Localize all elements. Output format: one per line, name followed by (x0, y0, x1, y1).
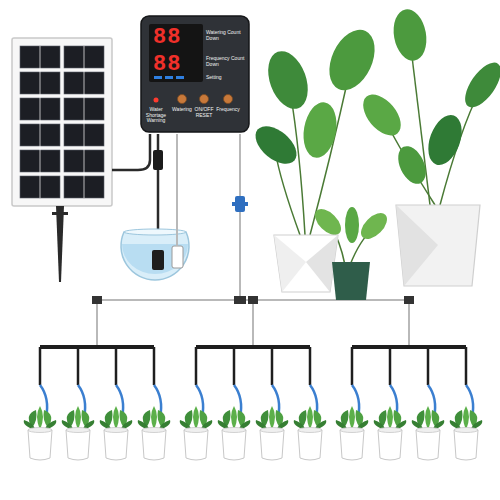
display-digits: 88 (153, 27, 199, 49)
setting-indicator (154, 76, 162, 79)
drip-line (309, 347, 312, 385)
drip-manifold (40, 345, 466, 349)
potted-plant (180, 406, 213, 460)
drip-line (153, 347, 156, 385)
solar-panel (12, 38, 112, 206)
ground-stake (52, 212, 68, 215)
houseplants (299, 100, 340, 161)
indicator-label: Water Shortage Warning (142, 107, 170, 124)
houseplants (310, 204, 345, 239)
tee-connector (92, 296, 102, 304)
tee-connector (248, 296, 258, 304)
push-button (200, 95, 209, 104)
drip-line (115, 347, 118, 385)
potted-plant (294, 406, 327, 460)
houseplants (356, 88, 408, 143)
houseplants (249, 119, 304, 171)
potted-plant (24, 406, 57, 460)
solar-panel (20, 46, 104, 198)
controller-panel: 88 88 Watering Count DownFrequency Count D… (140, 15, 250, 133)
houseplants (393, 142, 432, 188)
water-bowl (172, 246, 183, 268)
houseplants (320, 23, 383, 98)
cable-connector (153, 150, 163, 170)
solar-panel (84, 46, 85, 198)
houseplants (356, 208, 391, 243)
setting-indicator (176, 76, 184, 79)
inline-filter (232, 196, 248, 212)
water-tube (252, 300, 254, 347)
push-button (224, 95, 233, 104)
button-label: ON/OFF RESET (193, 107, 215, 118)
houseplants (396, 205, 480, 286)
push-button (178, 95, 187, 104)
ground-stake (56, 206, 64, 282)
houseplants (396, 205, 438, 286)
water-tube (239, 134, 241, 300)
drip-line (233, 347, 236, 385)
houseplants (422, 110, 468, 169)
potted-plant (218, 406, 251, 460)
houseplants (274, 235, 306, 292)
drip-line (40, 347, 466, 385)
display-screen (149, 24, 203, 82)
potted-plant (450, 406, 483, 460)
warning-led (154, 98, 159, 103)
potted-plant (336, 406, 369, 460)
controller-housing (141, 16, 249, 132)
water-bowl (152, 250, 164, 270)
water-bowl (121, 229, 189, 280)
drip-line (351, 347, 354, 385)
potted-plant (256, 406, 289, 460)
drip-manifold (196, 345, 310, 349)
houseplants (274, 235, 338, 292)
potted-plant (62, 406, 95, 460)
water-bowl (121, 232, 189, 280)
drip-manifold (352, 345, 466, 349)
drip-line (465, 347, 468, 385)
houseplants (332, 262, 370, 300)
solar-panel (40, 46, 41, 198)
water-tube (176, 134, 178, 246)
solar-panel (40, 46, 84, 198)
drip-manifold (40, 345, 154, 349)
water-tube (96, 300, 98, 347)
tee-connector (404, 296, 414, 304)
potted-plant (138, 406, 171, 460)
potted-plant (374, 406, 407, 460)
drip-line (389, 347, 392, 385)
potted-plant (100, 406, 133, 460)
drip-line (427, 347, 430, 385)
houseplants (390, 7, 431, 64)
drip-line (77, 347, 80, 385)
setting-indicator (165, 76, 173, 79)
solar-panel (12, 38, 112, 206)
houseplants (249, 7, 500, 300)
drip-line (271, 347, 274, 385)
drip-line (195, 347, 198, 385)
inline-filter (232, 202, 248, 206)
display-label: Watering Count Down (206, 30, 246, 41)
tee-connector (234, 296, 246, 304)
display-digits: 88 (153, 54, 199, 76)
potted-plant (412, 406, 445, 460)
water-bowl (122, 244, 188, 274)
water-tube (408, 300, 410, 347)
button-label: Frequency (215, 107, 241, 113)
water-tube (97, 134, 409, 347)
ground-stake (52, 206, 68, 282)
drip-line (39, 347, 42, 385)
indicator-label: Setting (206, 75, 246, 81)
display-label: Frequency Count Down (206, 56, 246, 67)
dripper-tube (40, 385, 473, 418)
houseplants (458, 57, 500, 113)
button-label: Watering (171, 107, 193, 113)
houseplants (261, 46, 315, 115)
houseplants (345, 207, 359, 243)
power-cable (112, 134, 150, 170)
potted-plant (24, 406, 483, 460)
